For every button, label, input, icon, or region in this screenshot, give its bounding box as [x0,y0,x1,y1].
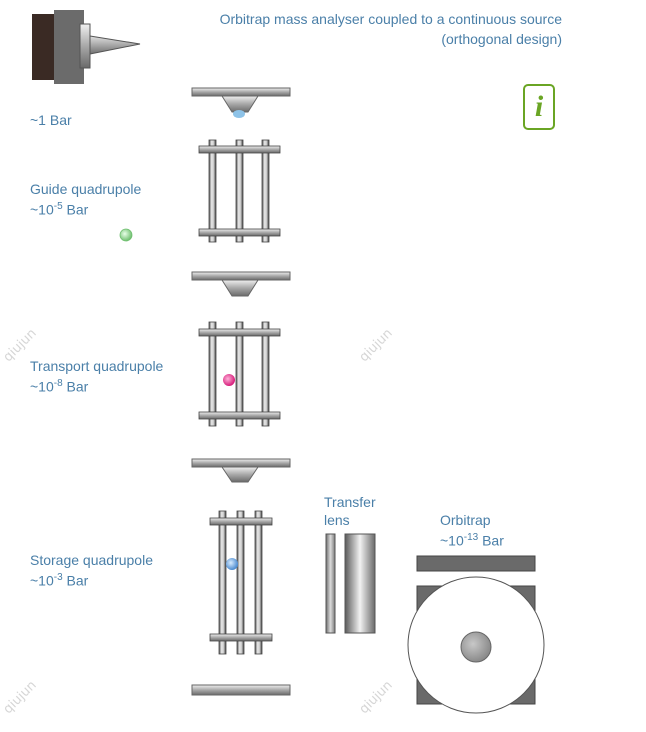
ion-green [119,228,133,242]
title-line-2: (orthogonal design) [441,31,562,47]
bottom-exit-plate [191,684,291,696]
label-transport-quadrupole: Transport quadrupole ~10-8 Bar [30,357,163,396]
storage-quadrupole-pressure: ~10-3 Bar [30,572,89,589]
label-orbitrap: Orbitrap ~10-13 Bar [440,511,504,550]
orbitrap-name: Orbitrap [440,512,491,528]
ion-source [32,10,141,84]
lens-2 [191,271,291,297]
label-guide-quadrupole: Guide quadrupole ~10-5 Bar [30,180,141,219]
diagram-title: Orbitrap mass analyser coupled to a cont… [220,9,562,49]
storage-quadrupole [209,510,273,655]
spray-droplet [233,110,245,118]
transfer-lens-assembly [325,533,376,634]
transfer-lens-line-2: lens [324,512,350,528]
transport-quadrupole-pressure: ~10-8 Bar [30,378,89,395]
source-exit-lens [191,87,291,118]
lens-3 [191,458,291,483]
orbitrap-cell [407,555,545,714]
guide-quadrupole-pressure: ~10-5 Bar [30,201,89,218]
ion-pink [223,374,235,386]
transport-quadrupole-name: Transport quadrupole [30,358,164,374]
label-storage-quadrupole: Storage quadrupole ~10-3 Bar [30,551,153,590]
guide-quadrupole [198,139,281,243]
ion-blue [226,558,238,570]
guide-quadrupole-name: Guide quadrupole [30,181,142,197]
info-button[interactable]: i [523,84,555,130]
label-source-pressure: ~1 Bar [30,112,72,128]
central-electrode [460,631,492,663]
title-line-1: Orbitrap mass analyser coupled to a cont… [219,11,562,27]
transfer-lens-line-1: Transfer [324,494,376,510]
label-transfer-lens: Transfer lens [324,493,376,529]
storage-quadrupole-name: Storage quadrupole [30,552,153,568]
orbitrap-pressure: ~10-13 Bar [440,532,504,549]
info-icon: i [534,90,544,123]
transport-quadrupole [198,321,281,427]
